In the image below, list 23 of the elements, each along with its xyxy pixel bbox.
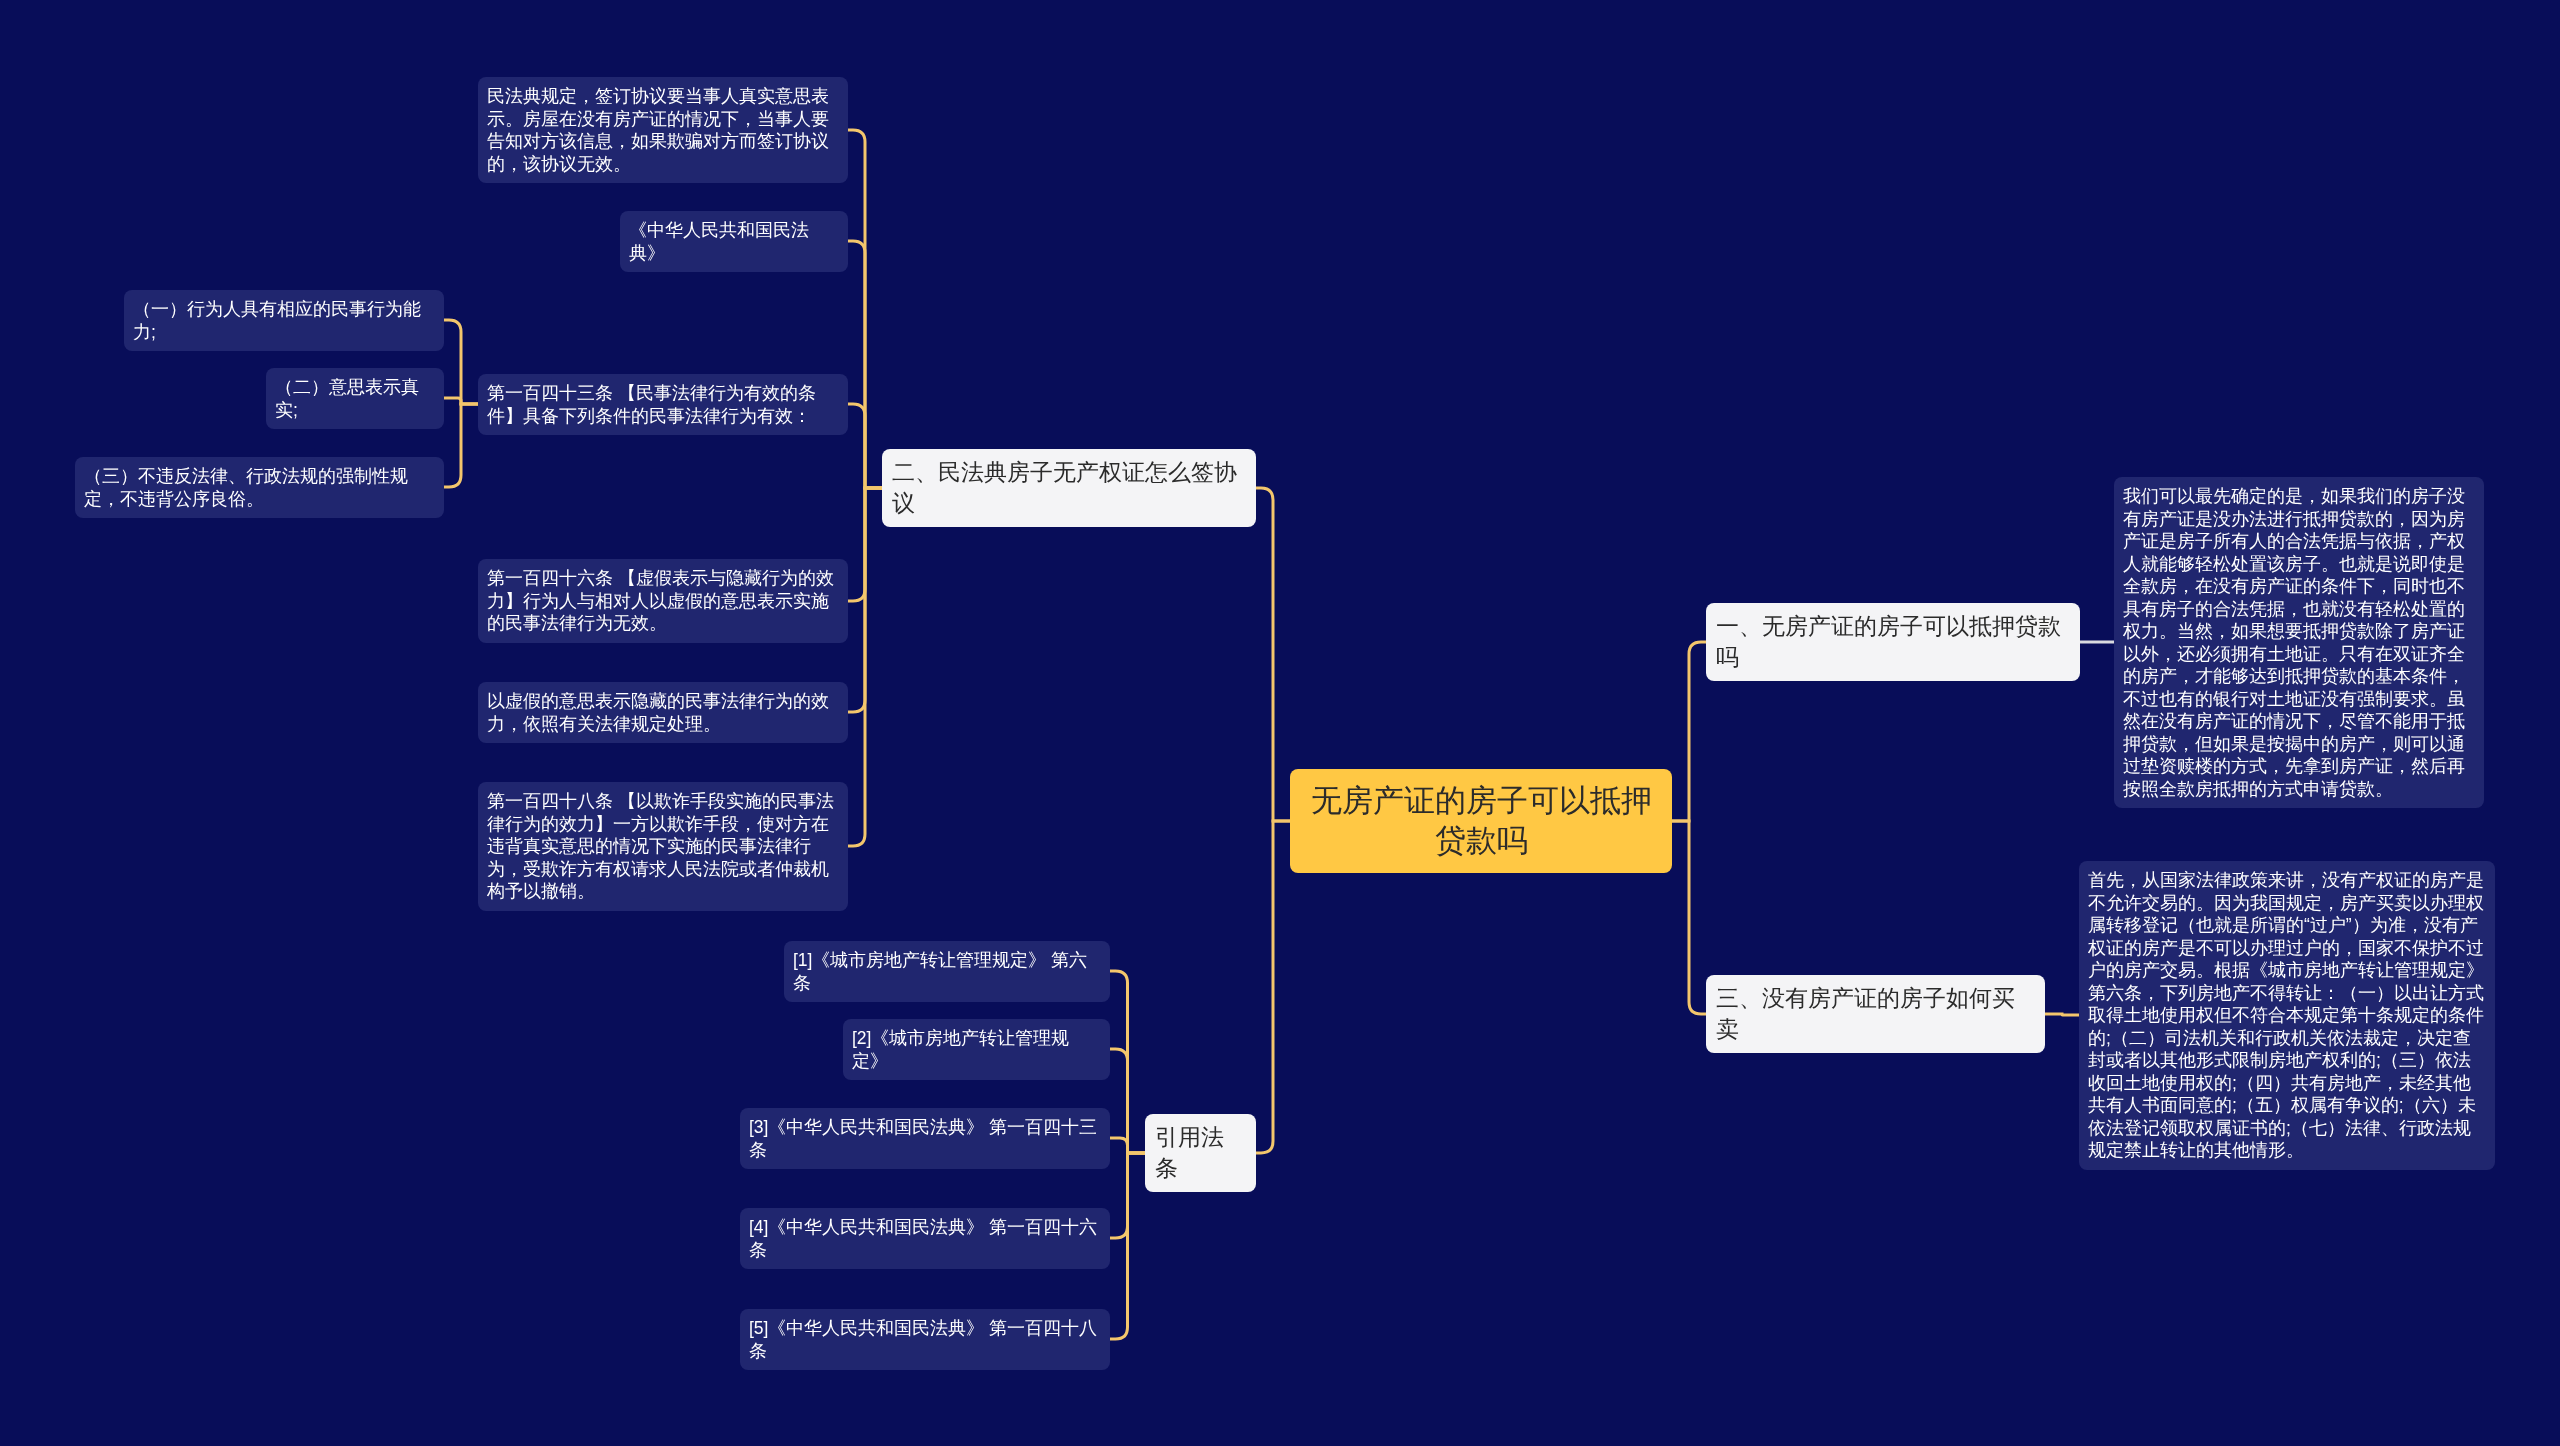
connector-line xyxy=(2080,640,2114,644)
note-box: 第一百四十三条 【民事法律行为有效的条件】具备下列条件的民事法律行为有效： xyxy=(478,374,848,435)
note-box: [2]《城市房地产转让管理规定》 xyxy=(843,1019,1110,1080)
note-box: 以虚假的意思表示隐藏的民事法律行为的效力，依照有关法律规定处理。 xyxy=(478,682,848,743)
note-box: （二）意思表示真实; xyxy=(266,368,444,429)
central-topic: 无房产证的房子可以抵押贷款吗 xyxy=(1290,769,1672,873)
connector-line xyxy=(2045,1012,2079,1017)
note-box: [5]《中华人民共和国民法典》 第一百四十八条 xyxy=(740,1309,1110,1370)
note-box: [4]《中华人民共和国民法典》 第一百四十六条 xyxy=(740,1208,1110,1269)
subtopic-box: 引用法条 xyxy=(1145,1114,1256,1192)
note-box: 《中华人民共和国民法典》 xyxy=(620,211,848,272)
subtopic-box: 一、无房产证的房子可以抵押贷款吗 xyxy=(1706,603,2080,681)
note-box: 我们可以最先确定的是，如果我们的房子没有房产证是没办法进行抵押贷款的，因为房产证是房子所有人的合法凭据与依据，产权人就能够轻松处置该房子。也就是说即使是全款房，在没有房产证的条件下，同时也不具有房子的合法凭据，也就没有轻松处置的权力。当然，如果想要抵押贷款除了房产证以外，还必须拥有土地证。只有在双证齐全的房产，才能够达到抵押贷款的基本条件，不过也有的银行对土地证没有强制要求。虽然在没有房产证的情况下，尽管不能用于抵押贷款，但如果是按揭中的房产，则可以通过垫资赎楼的方式，先拿到房产证，然后再按照全款房抵押的方式申请贷款。 xyxy=(2114,477,2484,808)
note-box: 民法典规定，签订协议要当事人真实意思表示。房屋在没有房产证的情况下，当事人要告知对方该信息，如果欺骗对方而签订协议的，该协议无效。 xyxy=(478,77,848,183)
note-box: [3]《中华人民共和国民法典》 第一百四十三条 xyxy=(740,1108,1110,1169)
note-box: [1]《城市房地产转让管理规定》 第六条 xyxy=(784,941,1110,1002)
note-box: （三）不违反法律、行政法规的强制性规定，不违背公序良俗。 xyxy=(75,457,444,518)
subtopic-box: 三、没有房产证的房子如何买卖 xyxy=(1706,975,2045,1053)
subtopic-box: 二、民法典房子无产权证怎么签协议 xyxy=(882,449,1256,527)
note-box: （一）行为人具有相应的民事行为能力; xyxy=(124,290,444,351)
note-box: 第一百四十八条 【以欺诈手段实施的民事法律行为的效力】一方以欺诈手段，使对方在违背真实意思的情况下实施的民事法律行为，受欺诈方有权请求人民法院或者仲裁机构予以撤销。 xyxy=(478,782,848,911)
note-box: 第一百四十六条 【虚假表示与隐藏行为的效力】行为人与相对人以虚假的意思表示实施的民事法律行为无效。 xyxy=(478,559,848,643)
note-box: 首先，从国家法律政策来讲，没有产权证的房产是不允许交易的。因为我国规定，房产买卖以办理权属转移登记（也就是所谓的“过户”）为准，没有产权证的房产是不可以办理过户的，国家不保护不过户的房产交易。根据《城市房地产转让管理规定》第六条，下列房地产不得转让：（一）以出让方式取得土地使用权但不符合本规定第十条规定的条件的;（二）司法机关和行政机关依法裁定，决定查封或者以其他形式限制房地产权利的;（三）依法收回土地使用权的;（四）共有房地产，未经其他共有人书面同意的;（五）权属有争议的;（六）未依法登记领取权属证书的;（七）法律、行政法规规定禁止转让的其他情形。 xyxy=(2079,861,2495,1170)
